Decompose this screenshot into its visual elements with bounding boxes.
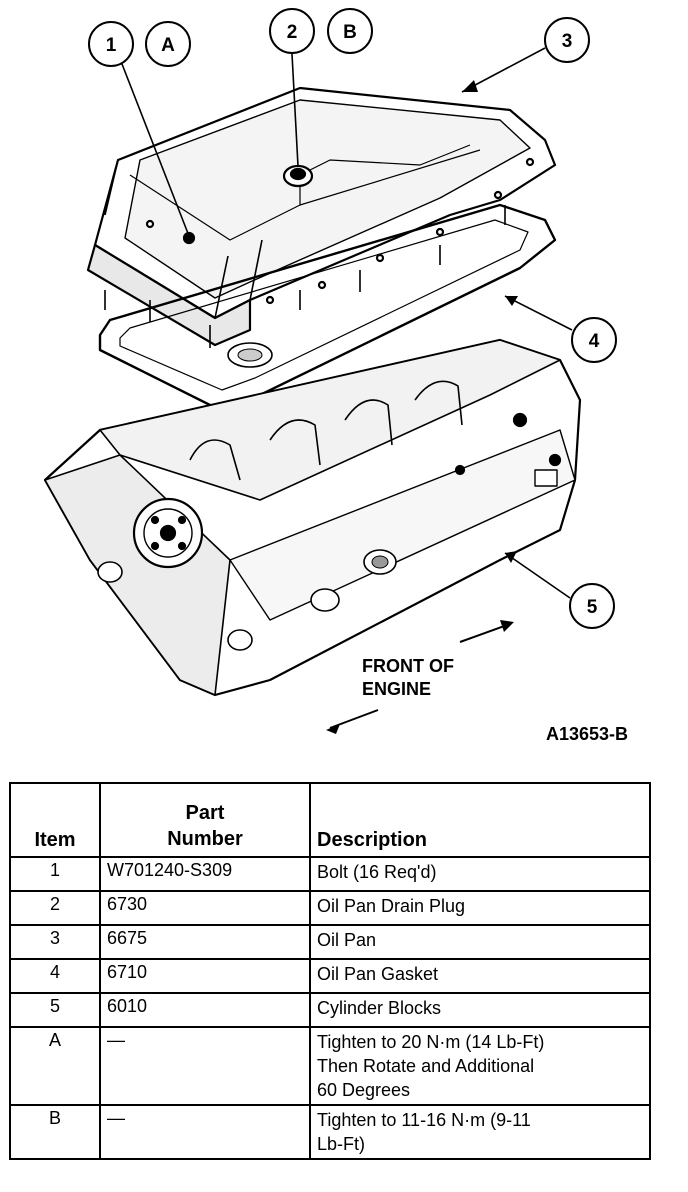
cell-part-number: 6730 [99, 890, 311, 926]
svg-text:B: B [343, 22, 357, 43]
callout-3: 3 [544, 17, 590, 63]
description-line: 60 Degrees [317, 1080, 411, 1100]
description-line: Tighten to 20 N·m (14 Lb-Ft) [317, 1032, 545, 1052]
description-line: Then Rotate and Additional [317, 1056, 535, 1076]
cell-part-number: 6010 [99, 992, 311, 1028]
cell-item: B [9, 1104, 101, 1160]
description-line: Bolt (16 Req'd) [317, 862, 437, 882]
description-line: Oil Pan Gasket [317, 964, 439, 984]
description-line: Lb-Ft) [317, 1134, 366, 1154]
oil-pan-gasket-drawing [98, 203, 557, 412]
description-line: Tighten to 11-16 N·m (9-11 [317, 1110, 531, 1130]
cell-part-number: 6710 [99, 958, 311, 994]
cell-item: 3 [9, 924, 101, 960]
front-of-engine-line2: ENGINE [362, 679, 431, 699]
svg-text:5: 5 [587, 597, 598, 618]
cell-description: Oil Pan Drain Plug [309, 890, 651, 926]
description-line: Cylinder Blocks [317, 998, 442, 1018]
callout-2: 2 [269, 8, 315, 54]
svg-text:A: A [161, 35, 175, 56]
cell-item: 1 [9, 856, 101, 892]
cell-item: 5 [9, 992, 101, 1028]
svg-text:3: 3 [562, 31, 573, 52]
header-description: Description [309, 782, 651, 858]
callout-4: 4 [571, 317, 617, 363]
exploded-view-diagram: 1 A 2 B 3 4 5 FRONT OF ENGINE A13653-B [43, 8, 628, 740]
svg-text:2: 2 [287, 22, 298, 43]
cylinder-block-drawing [43, 338, 582, 697]
cell-part-number: 6675 [99, 924, 311, 960]
leader-lines [121, 47, 573, 599]
cell-part-number: W701240-S309 [99, 856, 311, 892]
header-item: Item [9, 782, 101, 858]
callout-B: B [327, 8, 373, 54]
description-line: Oil Pan [317, 930, 377, 950]
cell-description: Oil Pan [309, 924, 651, 960]
front-of-engine-indicator: FRONT OF ENGINE [326, 620, 514, 734]
callout-A: A [145, 21, 191, 67]
callout-1: 1 [88, 21, 134, 67]
cell-description: Tighten to 20 N·m (14 Lb-Ft) Then Rotate … [309, 1026, 651, 1106]
cell-part-number: — [99, 1026, 311, 1106]
cell-item: A [9, 1026, 101, 1106]
svg-text:1: 1 [106, 35, 117, 56]
leader-arrowheads [462, 80, 518, 563]
description-line: Oil Pan Drain Plug [317, 896, 466, 916]
cell-item: 4 [9, 958, 101, 994]
front-of-engine-line1: FRONT OF [362, 656, 454, 676]
cell-description: Bolt (16 Req'd) [309, 856, 651, 892]
figure-id: A13653-B [546, 724, 628, 740]
cell-description: Cylinder Blocks [309, 992, 651, 1028]
header-part-number: Part Number [99, 782, 311, 858]
cell-part-number: — [99, 1104, 311, 1160]
table-row: A— Tighten to 20 N·m (14 Lb-Ft) Then Rotat… [9, 1026, 651, 1106]
callout-5: 5 [569, 583, 615, 629]
cell-description: Oil Pan Gasket [309, 958, 651, 994]
table-header-row: Item Part Number Description [9, 782, 651, 858]
oil-pan-drawing [86, 86, 557, 348]
cell-item: 2 [9, 890, 101, 926]
svg-text:4: 4 [589, 331, 600, 352]
